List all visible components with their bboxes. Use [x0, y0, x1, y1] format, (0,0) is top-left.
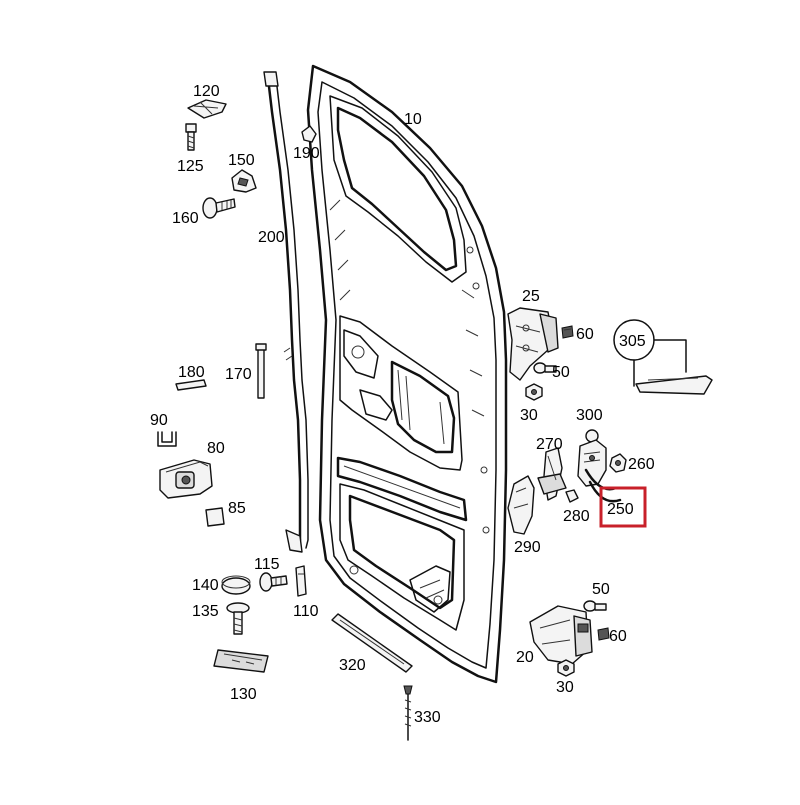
part-85-pad	[205, 507, 225, 527]
part-320-sill-strip	[331, 613, 413, 673]
part-50-screw-upper	[533, 362, 557, 374]
label-140: 140	[192, 577, 219, 594]
part-260-nut	[609, 453, 627, 473]
part-290-cover	[507, 475, 535, 535]
label-190: 190	[293, 145, 320, 162]
label-30-upper: 30	[520, 407, 538, 424]
part-125-bolt	[185, 123, 197, 151]
part-90-bracket	[157, 431, 177, 447]
part-30-nut-upper	[525, 383, 543, 401]
part-305-cover	[613, 319, 713, 395]
label-60-upper: 60	[576, 326, 594, 343]
label-300: 300	[576, 407, 603, 424]
part-30-nut-lower	[557, 659, 575, 677]
part-20-lower-hinge	[529, 605, 593, 665]
label-10: 10	[404, 111, 422, 128]
highlight-box-250	[599, 486, 647, 528]
label-30-lower: 30	[556, 679, 574, 696]
label-50-upper: 50	[552, 364, 570, 381]
part-80-handle-housing	[159, 459, 213, 499]
part-150-clip	[231, 169, 257, 193]
part-180-pin	[175, 379, 207, 391]
part-140-cap	[221, 575, 251, 595]
part-160-screw	[202, 197, 236, 219]
part-330-stud	[403, 685, 413, 741]
label-115: 115	[254, 556, 280, 573]
label-250: 250	[607, 501, 634, 518]
label-125: 125	[177, 158, 204, 175]
label-290: 290	[514, 539, 541, 556]
label-305: 305	[619, 333, 646, 350]
rear-door-panel	[306, 64, 508, 684]
part-280-screw	[565, 489, 579, 503]
part-170-rod	[255, 343, 267, 399]
label-90: 90	[150, 412, 168, 429]
label-280: 280	[563, 508, 590, 525]
part-120-clip	[187, 99, 227, 119]
label-25: 25	[522, 288, 540, 305]
label-80: 80	[207, 440, 225, 457]
part-110-bracket	[295, 565, 307, 597]
label-20: 20	[516, 649, 534, 666]
part-labels: 120 125 150 160 190 10 200 25 60 50 305 …	[150, 83, 655, 726]
label-320: 320	[339, 657, 366, 674]
part-270-lock	[537, 447, 567, 501]
part-190-grommet	[301, 125, 317, 143]
label-85: 85	[228, 500, 246, 517]
label-160: 160	[172, 210, 199, 227]
label-260: 260	[628, 456, 655, 473]
part-130-plate	[213, 649, 269, 673]
label-180: 180	[178, 364, 205, 381]
label-110: 110	[293, 603, 319, 620]
part-135-bolt	[226, 602, 250, 635]
part-60-screw-lower	[597, 627, 610, 641]
label-330: 330	[414, 709, 441, 726]
label-50-lower: 50	[592, 581, 610, 598]
part-60-screw-upper	[561, 325, 574, 339]
door-seal-strip	[263, 71, 309, 553]
label-200: 200	[258, 229, 285, 246]
label-120: 120	[193, 83, 220, 100]
label-150: 150	[228, 152, 255, 169]
label-170: 170	[225, 366, 252, 383]
label-60-lower: 60	[609, 628, 627, 645]
part-115-screw	[259, 572, 288, 592]
label-135: 135	[192, 603, 219, 620]
label-130: 130	[230, 686, 257, 703]
part-50-screw-lower	[583, 600, 607, 612]
part-25-upper-hinge	[507, 307, 559, 381]
label-270: 270	[536, 436, 563, 453]
